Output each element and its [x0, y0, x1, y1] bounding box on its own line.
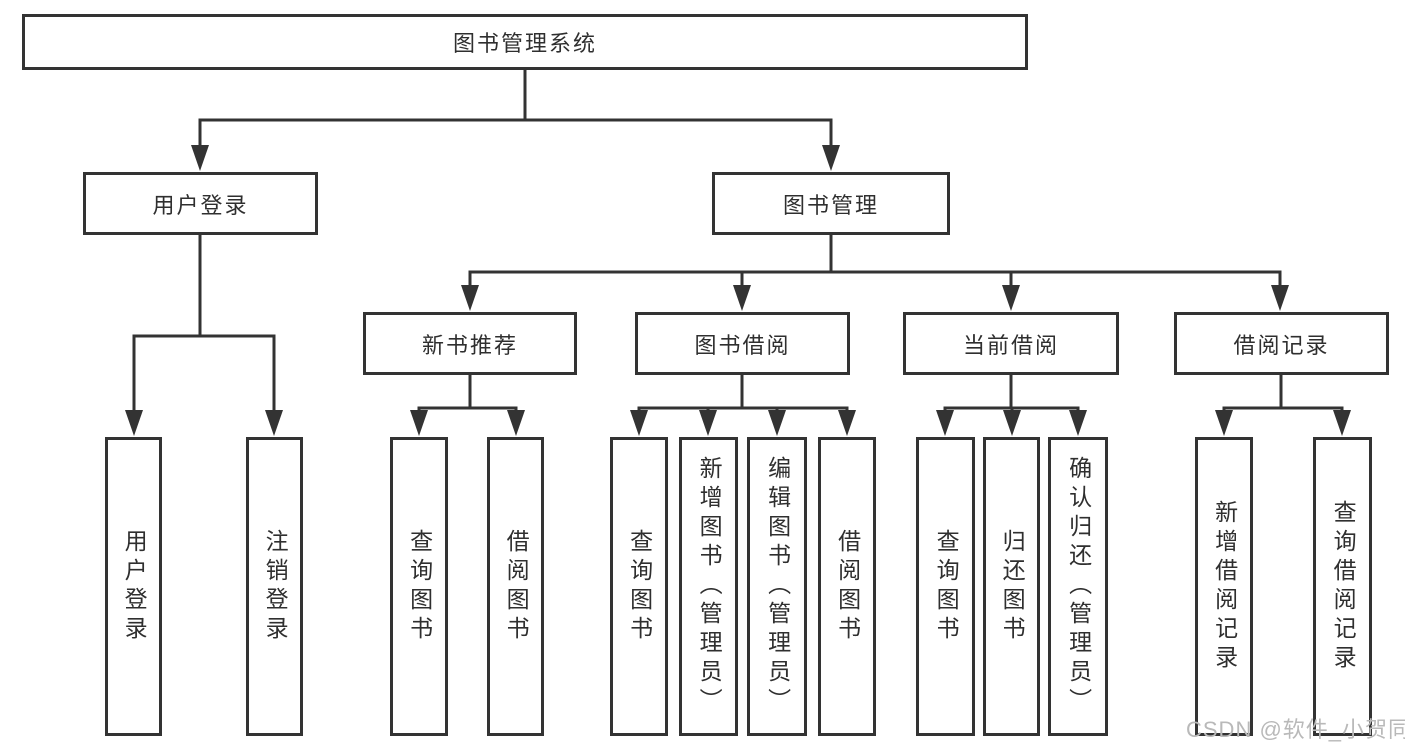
- leaf-query-borrow-record-label: 查询借阅记录: [1330, 499, 1357, 674]
- leaf-borrow-query-books-label: 查询图书: [626, 528, 653, 645]
- node-borrow-records: 借阅记录: [1174, 312, 1389, 375]
- leaf-recommend-borrow-books-label: 借阅图书: [503, 528, 530, 645]
- leaf-add-books-admin: 新增图书（管理员）: [679, 437, 738, 736]
- leaf-edit-books-admin-label: 编辑图书（管理员）: [764, 456, 791, 717]
- leaf-add-borrow-record: 新增借阅记录: [1195, 437, 1253, 736]
- leaf-borrow-books-label: 借阅图书: [834, 528, 861, 645]
- node-current-borrow-label: 当前借阅: [962, 332, 1059, 358]
- leaf-borrow-query-books: 查询图书: [610, 437, 668, 736]
- leaf-logout: 注销登录: [246, 437, 303, 736]
- leaf-user-login-label: 用户登录: [121, 528, 148, 645]
- node-current-borrow: 当前借阅: [903, 312, 1119, 375]
- connector-bookmgmt-to-level3: [468, 235, 1282, 288]
- node-book-borrow: 图书借阅: [635, 312, 850, 375]
- leaf-add-borrow-record-label: 新增借阅记录: [1211, 499, 1238, 674]
- leaf-return-books-label: 归还图书: [999, 528, 1026, 645]
- leaf-recommend-query-books-label: 查询图书: [406, 528, 433, 645]
- node-book-management-label: 图书管理: [782, 192, 879, 218]
- node-user-login-label: 用户登录: [152, 192, 249, 218]
- leaf-current-query-books: 查询图书: [916, 437, 975, 736]
- node-book-borrow-label: 图书借阅: [694, 332, 791, 358]
- connector-recommend-to-leaves: [417, 375, 518, 412]
- node-book-management: 图书管理: [712, 172, 950, 235]
- leaf-confirm-return-admin-label: 确认归还（管理员）: [1065, 456, 1092, 717]
- leaf-borrow-books: 借阅图书: [818, 437, 876, 736]
- connector-records-to-leaves: [1222, 375, 1344, 412]
- arrowheads: [125, 145, 1351, 436]
- leaf-logout-label: 注销登录: [262, 528, 289, 645]
- node-borrow-records-label: 借阅记录: [1233, 332, 1330, 358]
- node-root: 图书管理系统: [22, 14, 1028, 70]
- leaf-add-books-admin-label: 新增图书（管理员）: [696, 456, 723, 717]
- leaf-recommend-borrow-books: 借阅图书: [487, 437, 544, 736]
- leaf-current-query-books-label: 查询图书: [933, 528, 960, 645]
- leaf-query-borrow-record: 查询借阅记录: [1313, 437, 1372, 736]
- leaf-return-books: 归还图书: [983, 437, 1040, 736]
- leaf-user-login: 用户登录: [105, 437, 162, 736]
- node-user-login: 用户登录: [83, 172, 318, 235]
- leaf-confirm-return-admin: 确认归还（管理员）: [1048, 437, 1108, 736]
- connector-current-to-leaves: [943, 375, 1080, 412]
- connector-borrow-to-leaves: [637, 375, 849, 412]
- leaf-edit-books-admin: 编辑图书（管理员）: [747, 437, 807, 736]
- connector-userlogin-to-leaves: [132, 235, 276, 412]
- csdn-watermark: CSDN @软件_小贺同学: [1186, 717, 1405, 742]
- node-new-book-recommend: 新书推荐: [363, 312, 577, 375]
- leaf-recommend-query-books: 查询图书: [390, 437, 448, 736]
- node-root-label: 图书管理系统: [452, 31, 597, 56]
- connector-root-to-level2: [198, 70, 833, 148]
- node-new-book-recommend-label: 新书推荐: [421, 332, 518, 358]
